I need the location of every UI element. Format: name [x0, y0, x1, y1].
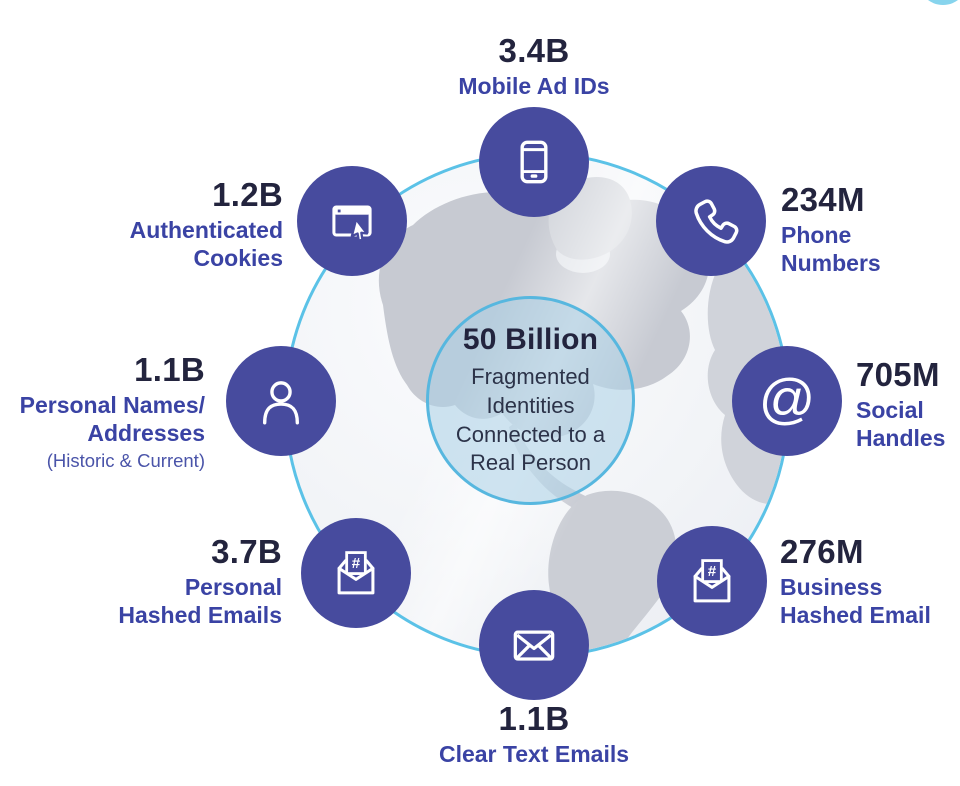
stat-phone-numbers: 234M Phone Numbers — [781, 181, 881, 277]
stat-value: 234M — [781, 181, 865, 218]
stat-label: Clear Text Emails — [438, 740, 630, 767]
personal-hashed-email-icon-circle: # — [301, 518, 411, 628]
person-icon-circle — [226, 346, 336, 456]
stat-mobile-ad-ids: 3.4B Mobile Ad IDs — [458, 32, 610, 100]
svg-text:#: # — [708, 563, 717, 580]
stat-value: 3.4B — [498, 32, 570, 69]
stat-value: 1.1B — [498, 700, 570, 737]
hashed-envelope-icon: # — [337, 551, 375, 595]
envelope-icon-circle — [479, 590, 589, 700]
center-description: Fragmented Identities Connected to a Rea… — [455, 364, 606, 476]
stat-label: Personal Hashed Emails — [118, 573, 282, 628]
stat-social-handles: 705M Social Handles — [856, 356, 946, 452]
at-sign-icon: @ — [758, 367, 816, 430]
browser-cursor-icon — [332, 205, 372, 242]
phone-icon-circle — [656, 166, 766, 276]
envelope-icon — [513, 630, 555, 661]
stat-business-hashed-email: 276M Business Hashed Email — [780, 533, 931, 629]
stat-value: 276M — [780, 533, 864, 570]
phone-handset-icon — [694, 199, 739, 244]
stat-value: 705M — [856, 356, 940, 393]
stat-value: 3.7B — [211, 533, 282, 570]
business-hashed-email-icon-circle: # — [657, 526, 767, 636]
svg-text:#: # — [352, 555, 361, 572]
stat-authenticated-cookies: 1.2B Authenticated Cookies — [129, 176, 283, 272]
center-circle: 50 Billion Fragmented Identities Connect… — [426, 296, 635, 505]
person-icon — [262, 381, 300, 425]
stat-label: Phone Numbers — [781, 221, 881, 276]
stat-clear-text-emails: 1.1B Clear Text Emails — [438, 700, 630, 768]
at-icon-circle: @ — [732, 346, 842, 456]
stat-label: Mobile Ad IDs — [458, 72, 610, 99]
stat-label: Personal Names/ Addresses — [19, 391, 205, 446]
stat-label: Social Handles — [856, 396, 946, 451]
stat-personal-names-addresses: 1.1B Personal Names/ Addresses (Historic… — [19, 351, 205, 472]
center-value: 50 Billion — [462, 323, 599, 357]
browser-icon-circle — [297, 166, 407, 276]
stat-value: 1.2B — [212, 176, 283, 213]
hashed-envelope-icon: # — [693, 559, 731, 603]
decorative-circle — [918, 0, 960, 5]
smartphone-icon — [520, 140, 548, 184]
stat-value: 1.1B — [134, 351, 205, 388]
stat-label: Authenticated Cookies — [129, 216, 283, 271]
stat-sublabel: (Historic & Current) — [46, 450, 205, 472]
stat-label: Business Hashed Email — [780, 573, 931, 628]
smartphone-icon-circle — [479, 107, 589, 217]
stat-personal-hashed-emails: 3.7B Personal Hashed Emails — [118, 533, 282, 629]
